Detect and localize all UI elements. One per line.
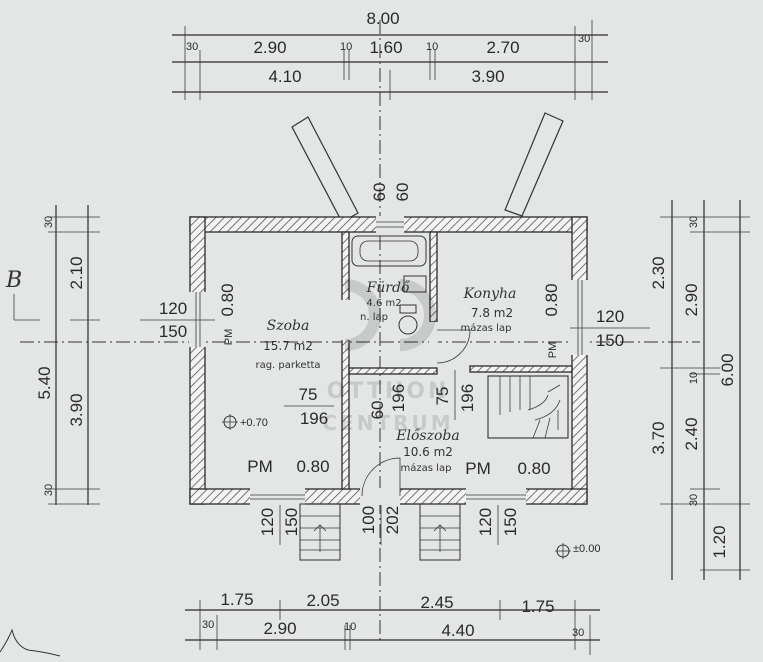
top-dimensions: 8.00 30 2.90 10 1.60 10 2.70 30 4.10 3.9…: [172, 9, 608, 100]
room-szoba: Szoba 15.7 m2 rag. parketta: [255, 318, 320, 371]
interior-annotations: 0.80 PM 0.80 PM PM 0.80 PM 0.80 75 196 6…: [218, 183, 600, 559]
svg-text:10: 10: [688, 372, 700, 384]
top-dim-8: 4.10: [268, 67, 301, 86]
bathroom-fixtures: [351, 235, 427, 335]
svg-text:PM: PM: [223, 329, 235, 346]
top-dim-4: 1.60: [369, 38, 402, 57]
svg-text:1.75: 1.75: [220, 590, 253, 609]
room-name: Fürdő: [366, 280, 411, 296]
entrance-steps: [299, 503, 461, 561]
svg-text:75: 75: [433, 387, 452, 406]
top-dim-9: 3.90: [471, 67, 504, 86]
top-dim-5: 10: [426, 41, 438, 53]
watermark-line1: OTTHON: [327, 379, 450, 404]
svg-text:196: 196: [300, 409, 328, 428]
svg-text:0.80: 0.80: [542, 283, 561, 316]
svg-text:PM: PM: [547, 342, 559, 359]
room-floor: mázas lap: [401, 462, 452, 474]
svg-text:150: 150: [282, 508, 301, 536]
svg-text:30: 30: [202, 619, 214, 631]
svg-text:0.80: 0.80: [517, 459, 550, 478]
bottom-dimensions: 1.75 2.05 2.45 1.75 30 2.90 10 4.40 30: [185, 590, 600, 655]
svg-text:60: 60: [393, 183, 412, 202]
top-dim-7: 30: [578, 33, 590, 45]
svg-text:196: 196: [458, 384, 477, 412]
svg-text:120: 120: [258, 508, 277, 536]
section-marker: B: [5, 268, 40, 321]
section-label: B: [5, 268, 22, 293]
room-name: Konyha: [463, 286, 517, 302]
room-furdo: Fürdő 4.6 m2 n. lap: [360, 280, 411, 323]
watermark: OTTHON CENTRUM: [322, 279, 453, 435]
svg-text:0.80: 0.80: [296, 457, 329, 476]
svg-text:60: 60: [370, 183, 389, 202]
svg-text:120: 120: [159, 299, 187, 318]
room-name: Előszoba: [395, 428, 459, 444]
room-area: 4.6 m2: [366, 298, 401, 309]
svg-text:PM: PM: [247, 457, 273, 476]
svg-text:30: 30: [43, 216, 55, 228]
svg-text:150: 150: [159, 322, 187, 341]
window-dims: 120 150 120 150: [140, 299, 650, 350]
top-dim-6: 2.70: [486, 38, 519, 57]
room-floor: n. lap: [360, 312, 388, 323]
top-dim-2: 2.90: [253, 38, 286, 57]
right-dimensions: 2.30 3.70 1.20 30 2.90 10 2.40 30 6.00: [649, 200, 750, 580]
opening-dims-bottom: 120 150 100 202 120 150: [258, 505, 520, 545]
svg-text:30: 30: [43, 484, 55, 496]
roof-beams: [291, 112, 564, 223]
svg-text:30: 30: [572, 627, 584, 639]
svg-text:2.90: 2.90: [682, 283, 701, 316]
svg-text:2.05: 2.05: [306, 591, 339, 610]
svg-text:3.90: 3.90: [67, 393, 86, 426]
svg-text:120: 120: [476, 508, 495, 536]
top-dim-3: 10: [340, 41, 352, 53]
room-name: Szoba: [267, 318, 310, 334]
svg-text:2.30: 2.30: [649, 256, 668, 289]
svg-text:196: 196: [389, 384, 408, 412]
level-marker-1: +0.70: [240, 417, 268, 429]
room-floor: mázas lap: [461, 322, 512, 334]
svg-text:120: 120: [596, 307, 624, 326]
top-dim-1: 30: [186, 41, 198, 53]
svg-text:PM: PM: [465, 459, 491, 478]
stairs-spiral: [487, 375, 569, 439]
svg-text:60: 60: [368, 401, 387, 420]
svg-text:10: 10: [344, 621, 356, 633]
svg-text:3.70: 3.70: [649, 421, 668, 454]
room-area: 7.8 m2: [471, 306, 513, 320]
svg-text:150: 150: [596, 331, 624, 350]
room-area: 15.7 m2: [263, 339, 313, 353]
left-total-dim: 5.40: [35, 366, 54, 399]
room-eloszoba: Előszoba 10.6 m2 mázas lap: [395, 428, 459, 474]
right-total-dim: 6.00: [718, 353, 737, 386]
svg-text:100: 100: [359, 506, 378, 534]
svg-text:4.40: 4.40: [441, 621, 474, 640]
svg-text:1.20: 1.20: [710, 525, 729, 558]
svg-text:2.45: 2.45: [420, 593, 453, 612]
room-floor: rag. parketta: [255, 360, 320, 371]
svg-text:0.80: 0.80: [218, 283, 237, 316]
level-marker-2: ±0.00: [573, 543, 600, 555]
svg-text:2.10: 2.10: [67, 256, 86, 289]
corner-scribble: [0, 628, 61, 657]
svg-text:30: 30: [688, 494, 700, 506]
svg-text:75: 75: [299, 385, 318, 404]
room-area: 10.6 m2: [403, 445, 453, 459]
svg-text:150: 150: [501, 508, 520, 536]
room-konyha: Konyha 7.8 m2 mázas lap: [461, 286, 517, 334]
left-dimensions: 30 2.10 3.90 30 5.40: [35, 205, 100, 505]
svg-text:1.75: 1.75: [521, 597, 554, 616]
openings: [189, 216, 588, 505]
watermark-line2: CENTRUM: [322, 411, 453, 435]
top-total-dim: 8.00: [366, 9, 399, 28]
svg-text:2.40: 2.40: [682, 417, 701, 450]
svg-text:30: 30: [688, 216, 700, 228]
svg-text:202: 202: [383, 506, 402, 534]
svg-text:2.90: 2.90: [263, 619, 296, 638]
